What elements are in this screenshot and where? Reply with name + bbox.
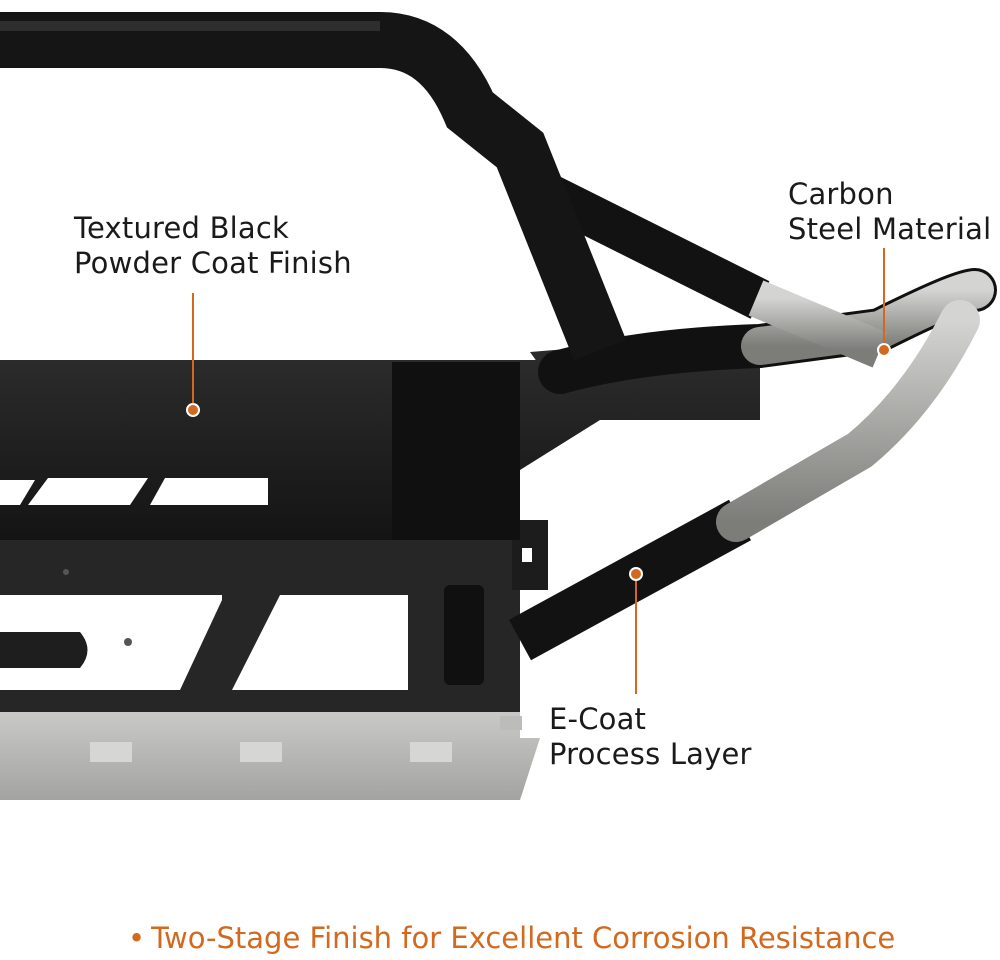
tagline-bullet: • (128, 921, 146, 955)
powder-coat-line1: Textured Black (74, 211, 290, 245)
carbon-steel-line2: Steel Material (788, 212, 992, 246)
lower-bumper-plate (0, 540, 520, 712)
lower-diagonal-tube (508, 300, 980, 661)
hoop-bar (0, 11, 626, 361)
callout-leaders (186, 248, 891, 694)
ecoat-line2: Process Layer (549, 737, 752, 771)
mounting-bracket (512, 520, 548, 608)
ecoat-callout: E-Coat Process Layer (549, 702, 752, 772)
carbon-steel-line1: Carbon (788, 177, 894, 211)
powder-coat-line2: Powder Coat Finish (74, 246, 352, 280)
tagline-text: Two-Stage Finish for Excellent Corrosion… (151, 921, 896, 955)
carbon-steel-callout: Carbon Steel Material (788, 177, 991, 247)
ecoat-line1: E-Coat (549, 702, 647, 736)
tagline: •Two-Stage Finish for Excellent Corrosio… (128, 918, 895, 958)
powder-coat-callout: Textured Black Powder Coat Finish (74, 211, 352, 281)
upper-bumper-face (0, 334, 760, 540)
skid-plate (0, 712, 540, 800)
